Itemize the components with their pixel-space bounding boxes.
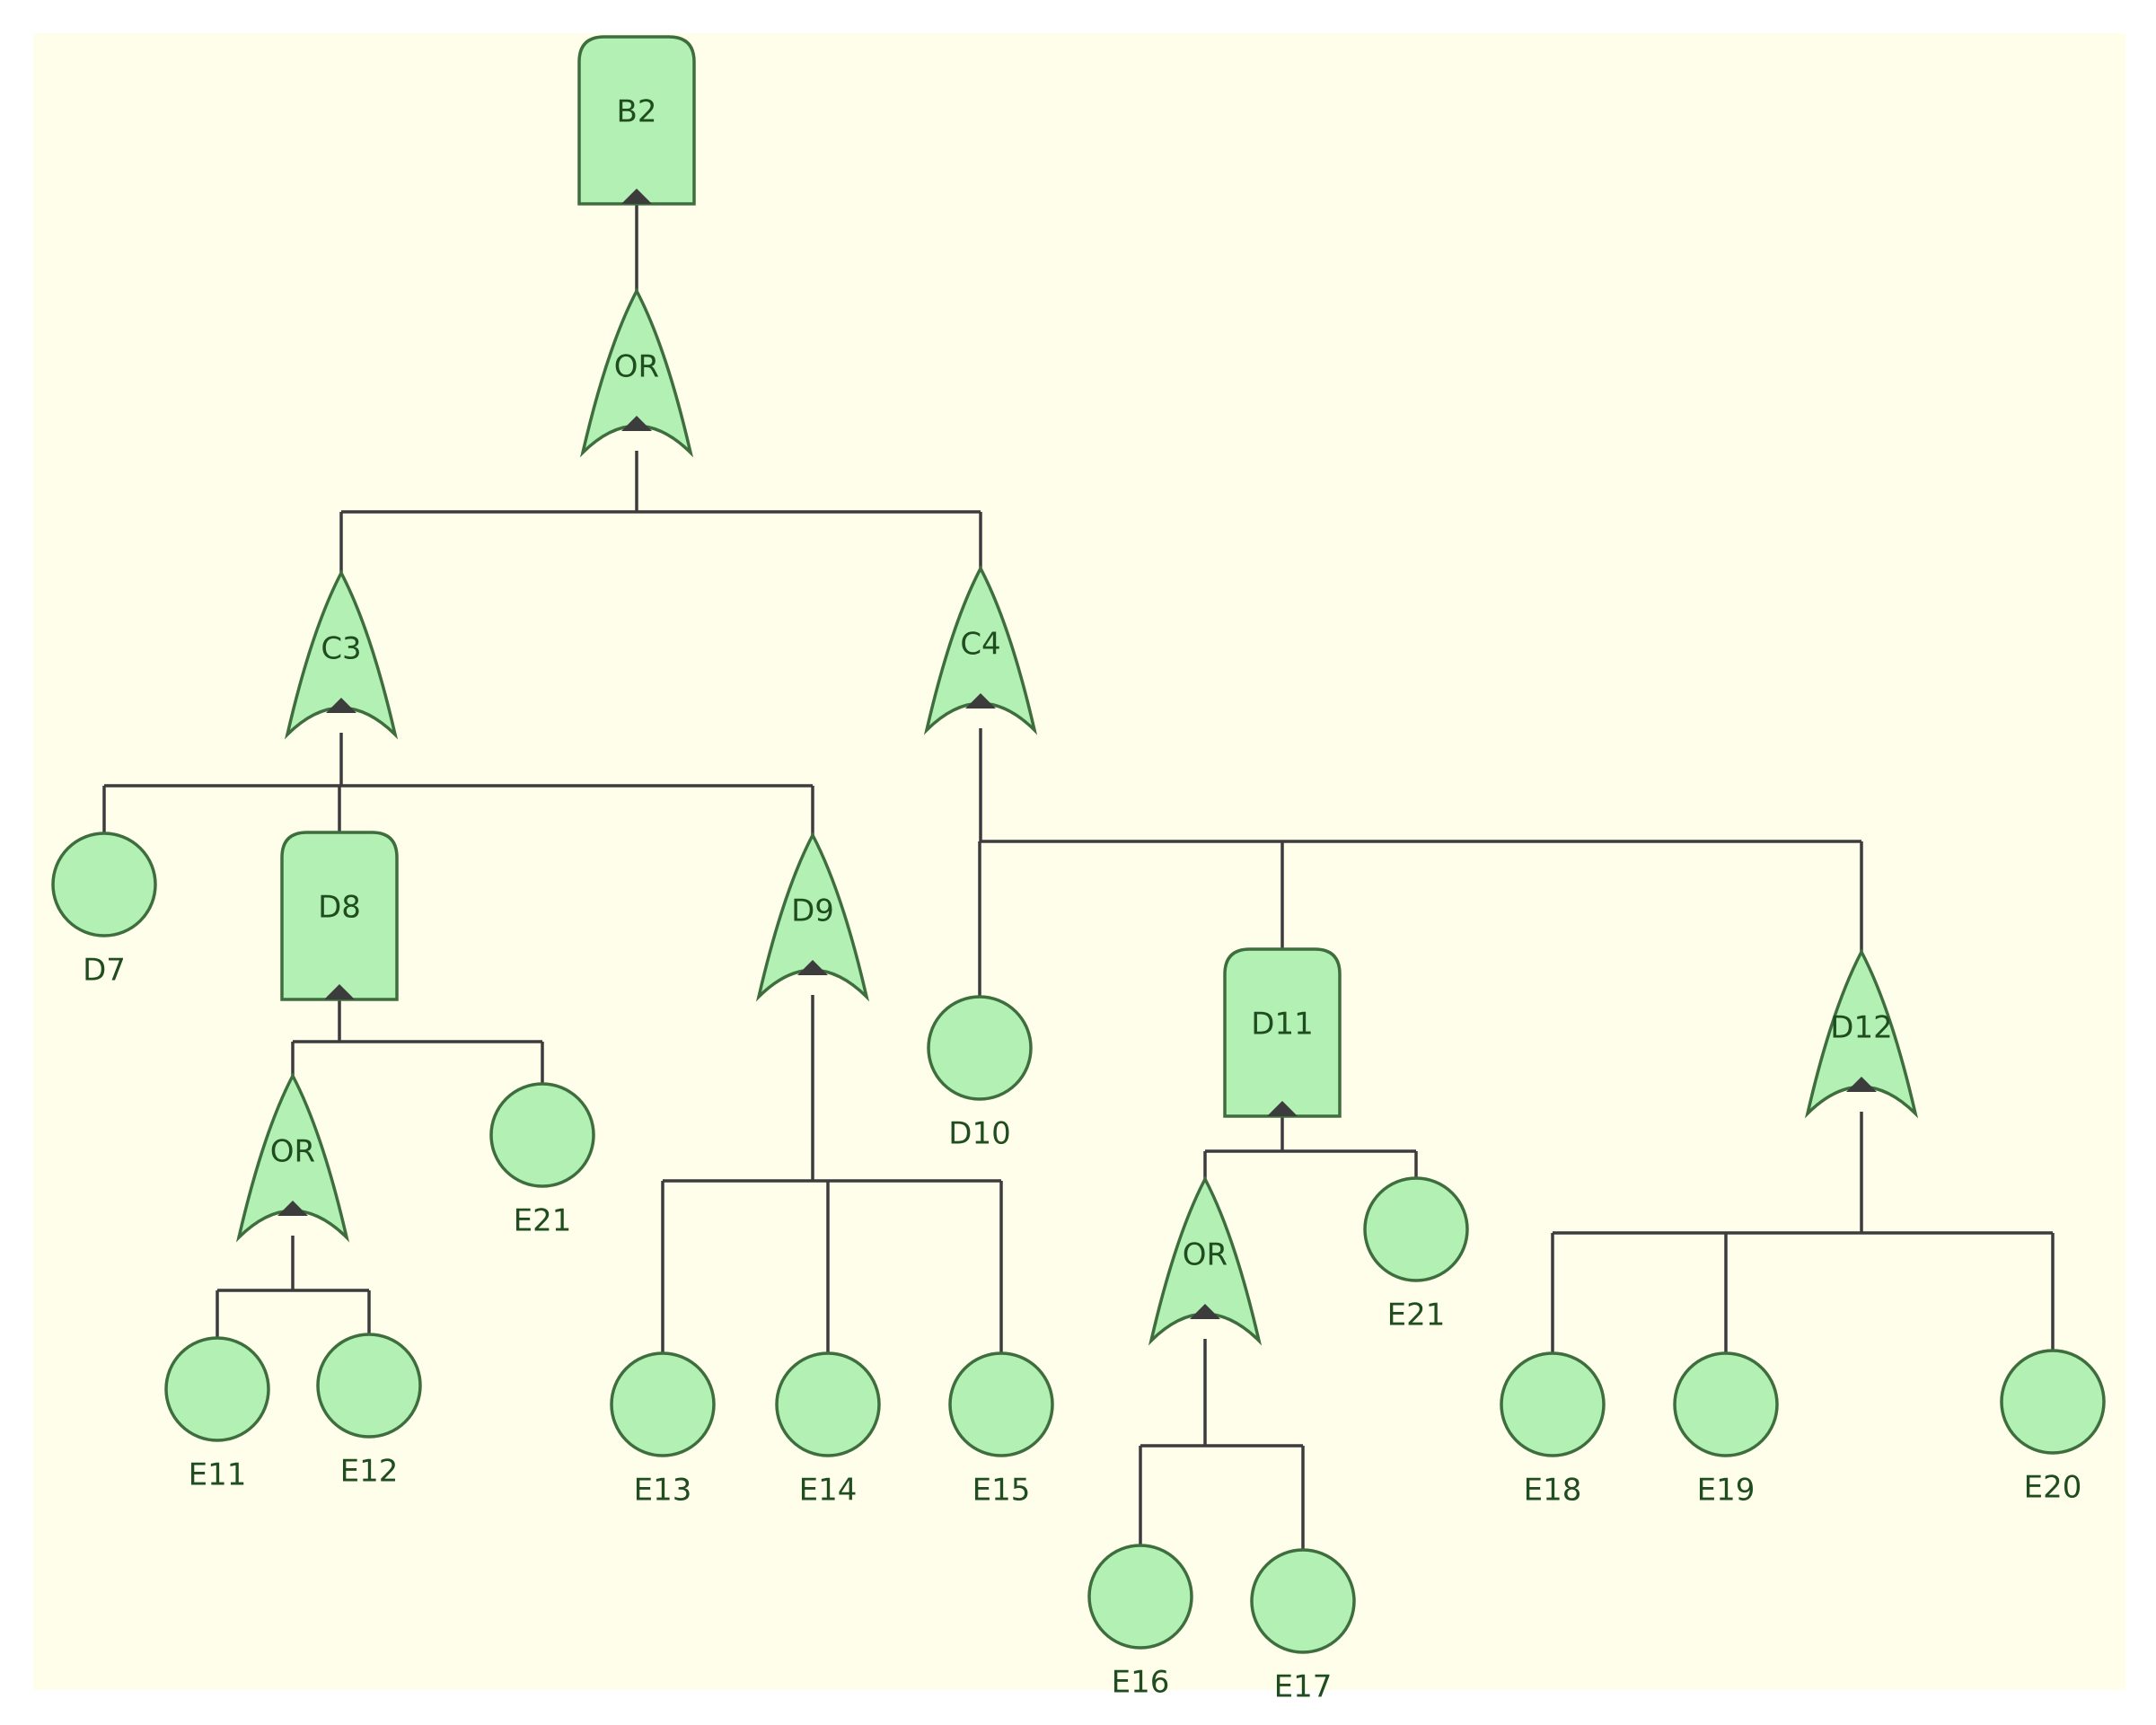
basic-event-circle [2000,1349,2106,1455]
input-arrow-icon [1190,1304,1220,1319]
connector-lines [102,204,2055,1550]
basic-event-circle [1087,1544,1193,1650]
node-label: D10 [948,1116,1010,1152]
node-label: E21 [514,1203,572,1239]
node-label: C3 [321,631,361,667]
basic-event-circle [927,995,1033,1101]
input-arrow-icon [1846,1077,1877,1092]
node-d11[interactable]: D11 [1223,947,1342,1118]
node-label: E17 [1274,1669,1333,1705]
basic-event-circle [164,1336,270,1442]
node-e20[interactable]: E20 [2000,1349,2106,1506]
basic-event-circle [316,1333,422,1439]
node-d7[interactable]: D7 [51,832,157,989]
basic-event-circle [1250,1548,1356,1654]
basic-event-circle [1673,1351,1779,1457]
node-e18[interactable]: E18 [1500,1351,1606,1509]
node-e13[interactable]: E13 [610,1351,716,1509]
node-b2[interactable]: B2 [577,35,696,206]
node-label: D7 [83,953,126,989]
input-arrow-icon [1267,1101,1298,1116]
node-label: OR [270,1134,315,1170]
node-label: C4 [960,627,1000,663]
node-label: E20 [2024,1470,2082,1506]
input-arrow-icon [621,189,652,204]
node-label: E14 [799,1473,858,1509]
basic-event-circle [489,1082,595,1188]
node-label: E13 [634,1473,692,1509]
node-label: OR [614,349,659,385]
node-e17[interactable]: E17 [1250,1548,1356,1705]
node-label: E12 [340,1454,399,1490]
node-label: E19 [1697,1473,1756,1509]
input-arrow-icon [324,984,355,999]
node-label: E15 [972,1473,1031,1509]
input-arrow-icon [277,1201,308,1216]
node-e21a[interactable]: E21 [489,1082,595,1239]
node-e19[interactable]: E19 [1673,1351,1779,1509]
node-label: OR [1183,1237,1228,1273]
input-arrow-icon [965,693,996,708]
node-d10[interactable]: D10 [927,995,1033,1152]
event-rect-gate [280,831,399,1001]
node-label: E11 [189,1457,247,1493]
node-e11[interactable]: E11 [164,1336,270,1493]
input-arrow-icon [621,416,652,431]
node-label: E18 [1524,1473,1582,1509]
node-label: D11 [1251,1007,1313,1043]
input-arrow-icon [797,960,828,975]
node-d8[interactable]: D8 [280,831,399,1001]
node-label: D8 [318,890,361,926]
input-arrow-icon [326,698,356,713]
node-label: E16 [1112,1665,1170,1701]
node-label: E21 [1387,1298,1446,1333]
basic-event-circle [51,832,157,937]
basic-event-circle [1500,1351,1606,1457]
node-label: D12 [1830,1010,1892,1046]
node-label: D9 [791,893,834,929]
node-e15[interactable]: E15 [948,1351,1054,1509]
node-e12[interactable]: E12 [316,1333,422,1490]
basic-event-circle [610,1351,716,1457]
node-e14[interactable]: E14 [775,1351,881,1509]
basic-event-circle [1363,1176,1469,1282]
basic-event-circle [775,1351,881,1457]
node-label: B2 [617,94,657,130]
node-e21b[interactable]: E21 [1363,1176,1469,1333]
event-rect-gate [577,35,696,206]
node-e16[interactable]: E16 [1087,1544,1193,1701]
event-rect-gate [1223,947,1342,1118]
basic-event-circle [948,1351,1054,1457]
